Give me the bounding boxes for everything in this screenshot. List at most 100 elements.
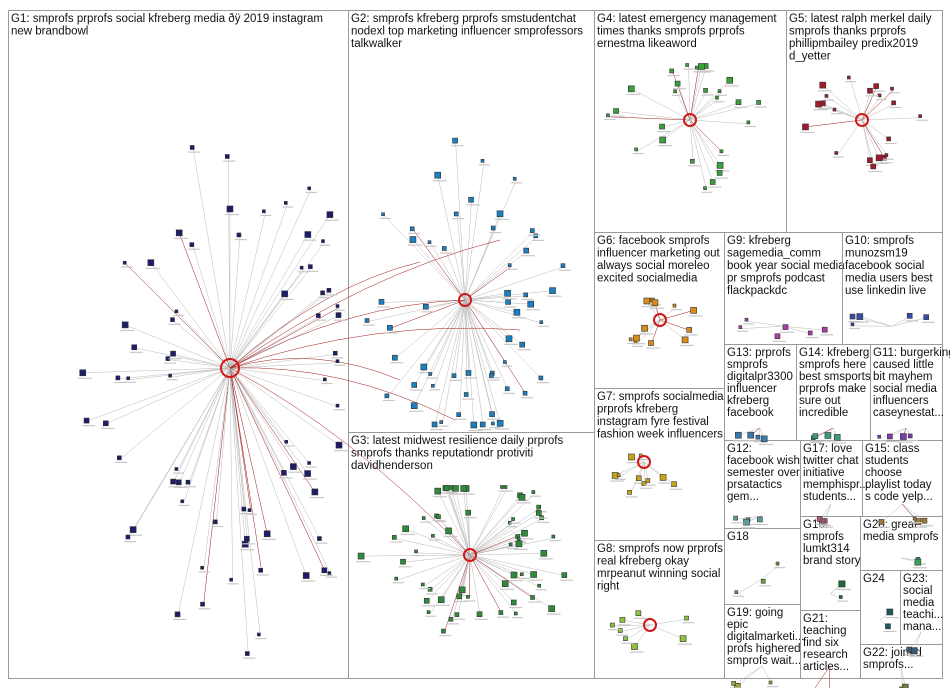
node-label-bar	[621, 643, 633, 644]
group-g24-label-line: G24	[863, 573, 885, 585]
group-g11-label-line: caseynestat...	[873, 407, 944, 419]
group-g11-label-line: G11: burgerking	[873, 347, 950, 359]
node	[514, 612, 517, 615]
node	[531, 572, 537, 578]
group-g6-label-line: influencer marketing out	[597, 248, 721, 260]
node-label-bar	[734, 107, 747, 108]
group-g2-label: G2: smprofs kfreberg prprofs smstudentch…	[351, 13, 583, 50]
node	[820, 82, 826, 88]
group-g6: G6: facebook smprofsinfluencer marketing…	[595, 233, 725, 389]
node-label-bar	[240, 549, 254, 550]
edge	[805, 120, 862, 127]
node	[431, 384, 434, 387]
node	[629, 338, 632, 341]
group-g1-label-line: new brandbowl	[11, 26, 88, 38]
node	[887, 609, 893, 615]
group-g18-label-line: G18	[727, 531, 749, 543]
node-label-bar	[306, 466, 317, 467]
node	[735, 432, 741, 438]
node-label-bar	[501, 366, 512, 367]
node	[549, 606, 555, 612]
group-g21-label-line: articles...	[803, 661, 849, 673]
cross-group-edge	[230, 358, 400, 380]
node	[201, 602, 205, 606]
node-label-bar	[759, 444, 773, 445]
group-g8: G8: smprofs now prprofsreal kfreberg oka…	[595, 541, 725, 679]
node-label-bar	[618, 624, 631, 625]
node-label-bar	[451, 145, 464, 146]
node-label-bar	[670, 489, 683, 490]
node	[466, 595, 469, 598]
node-label-bar	[383, 400, 395, 401]
node-label-bar	[475, 619, 488, 620]
node-label-bar	[114, 382, 126, 383]
node	[514, 309, 520, 315]
node	[821, 519, 825, 523]
node	[524, 248, 529, 253]
node	[446, 528, 452, 534]
node-label-bar	[422, 605, 435, 606]
edge	[738, 579, 762, 594]
node-label-bar	[702, 192, 713, 193]
node-label-bar	[658, 145, 672, 146]
node	[303, 573, 309, 579]
node-label-bar	[169, 358, 182, 359]
node-label-bar	[319, 297, 331, 298]
node-label-bar	[743, 323, 754, 324]
node	[489, 373, 493, 377]
edge	[677, 93, 690, 120]
node	[171, 479, 176, 484]
node-label-bar	[420, 522, 431, 523]
node	[673, 304, 676, 307]
node	[259, 568, 263, 572]
node	[628, 490, 632, 494]
node-label-bar	[401, 534, 415, 535]
group-g10-label-line: use linkedin live	[845, 285, 926, 297]
node	[537, 505, 541, 509]
group-g16-label-line: lumkt314	[803, 543, 850, 555]
node	[148, 260, 154, 266]
node	[421, 583, 424, 586]
node	[660, 124, 665, 129]
node	[871, 164, 876, 169]
group-g21-label: G21:teachingfind sixresearcharticles...	[803, 613, 849, 673]
node-label-bar	[518, 349, 531, 350]
group-g23-label-line: G23:	[903, 573, 928, 585]
node	[169, 374, 172, 377]
node	[452, 374, 456, 378]
group-g3-label-line: smprofs thanks reputationdr protiviti	[351, 448, 533, 460]
group-g5-label-line: phillipmbailey predix2019	[789, 38, 918, 50]
node-label-bar	[255, 638, 266, 639]
node-label-bar	[626, 94, 640, 95]
node-label-bar	[101, 428, 114, 429]
node	[469, 197, 474, 202]
node	[532, 491, 535, 494]
node	[745, 318, 748, 321]
group-g18-label: G18	[727, 531, 749, 543]
node-label-bar	[885, 617, 899, 618]
node-label-bar	[885, 143, 897, 144]
group-g17-label-line: students...	[803, 491, 856, 503]
edge	[465, 237, 537, 300]
node	[170, 318, 174, 322]
group-g24: G24	[861, 571, 901, 645]
node	[675, 81, 680, 86]
edge	[690, 120, 713, 182]
node	[695, 66, 698, 69]
node-label-bar	[559, 270, 571, 271]
node-label-bar	[811, 441, 824, 442]
node-label-bar	[303, 240, 317, 241]
group-g11-label-line: social media	[873, 383, 938, 395]
node	[502, 581, 508, 587]
node-label-bar	[242, 543, 255, 544]
node	[648, 341, 653, 346]
node	[685, 616, 689, 620]
node-label-bar	[874, 163, 888, 164]
node-label-bar	[426, 593, 438, 594]
node	[491, 422, 494, 425]
node	[300, 266, 303, 269]
node	[541, 550, 547, 556]
edge	[87, 368, 230, 421]
node	[512, 518, 515, 521]
node-label-bar	[646, 348, 659, 349]
